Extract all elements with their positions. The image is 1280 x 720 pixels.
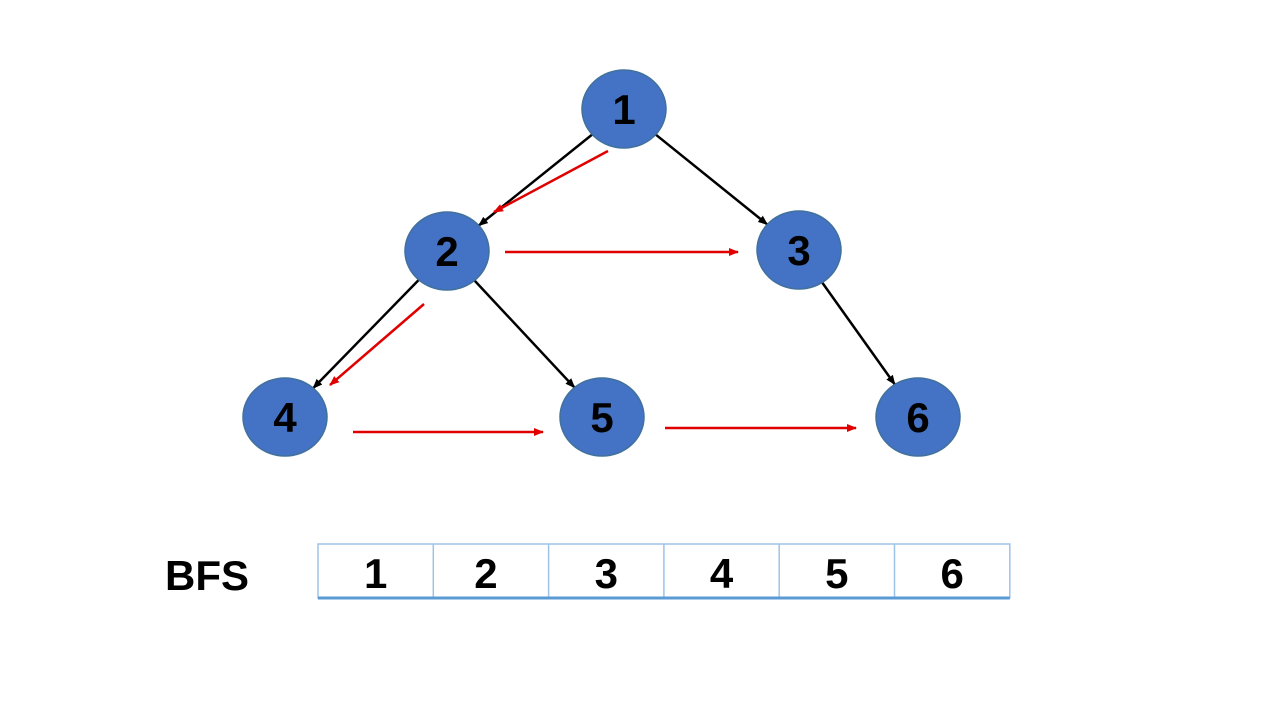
node-6-label: 6	[906, 394, 929, 441]
tree-nodes: 1 2 3 4 5 6	[242, 69, 961, 457]
node-2-circle	[404, 211, 490, 291]
traversal-arrow-2-4	[329, 303, 425, 386]
edge-2-5	[473, 279, 576, 389]
node-3-label: 3	[787, 227, 810, 274]
node-5-label: 5	[590, 394, 613, 441]
node-4-label: 4	[273, 394, 297, 441]
bfs-cell-6: 6	[940, 550, 963, 597]
bfs-title: BFS	[165, 552, 249, 599]
bfs-cell-3: 3	[595, 550, 618, 597]
bfs-cell-5: 5	[825, 550, 848, 597]
edge-3-6	[821, 281, 896, 386]
node-6: 6	[875, 377, 961, 457]
node-6-circle	[875, 377, 961, 457]
node-5-circle	[559, 377, 645, 457]
node-1-label: 1	[612, 86, 635, 133]
edge-2-4	[312, 279, 420, 389]
traversal-arrows	[329, 149, 857, 436]
bfs-cell-4: 4	[710, 550, 734, 597]
node-2-label: 2	[435, 228, 458, 275]
bfs-cell-2: 2	[474, 550, 497, 597]
traversal-arrow-1-2	[493, 149, 609, 214]
bfs-cell-1: 1	[364, 550, 387, 597]
node-1-circle	[581, 69, 667, 149]
node-2: 2	[404, 211, 490, 291]
edge-1-3	[654, 133, 769, 226]
node-3: 3	[756, 210, 842, 290]
node-3-circle	[756, 210, 842, 290]
node-4: 4	[242, 377, 328, 457]
bfs-order-row: BFS 1 2 3 4 5 6	[165, 543, 1011, 600]
node-1: 1	[581, 69, 667, 149]
node-5: 5	[559, 377, 645, 457]
node-4-circle	[242, 377, 328, 457]
bfs-order-table: 1 2 3 4 5 6	[317, 543, 1011, 600]
